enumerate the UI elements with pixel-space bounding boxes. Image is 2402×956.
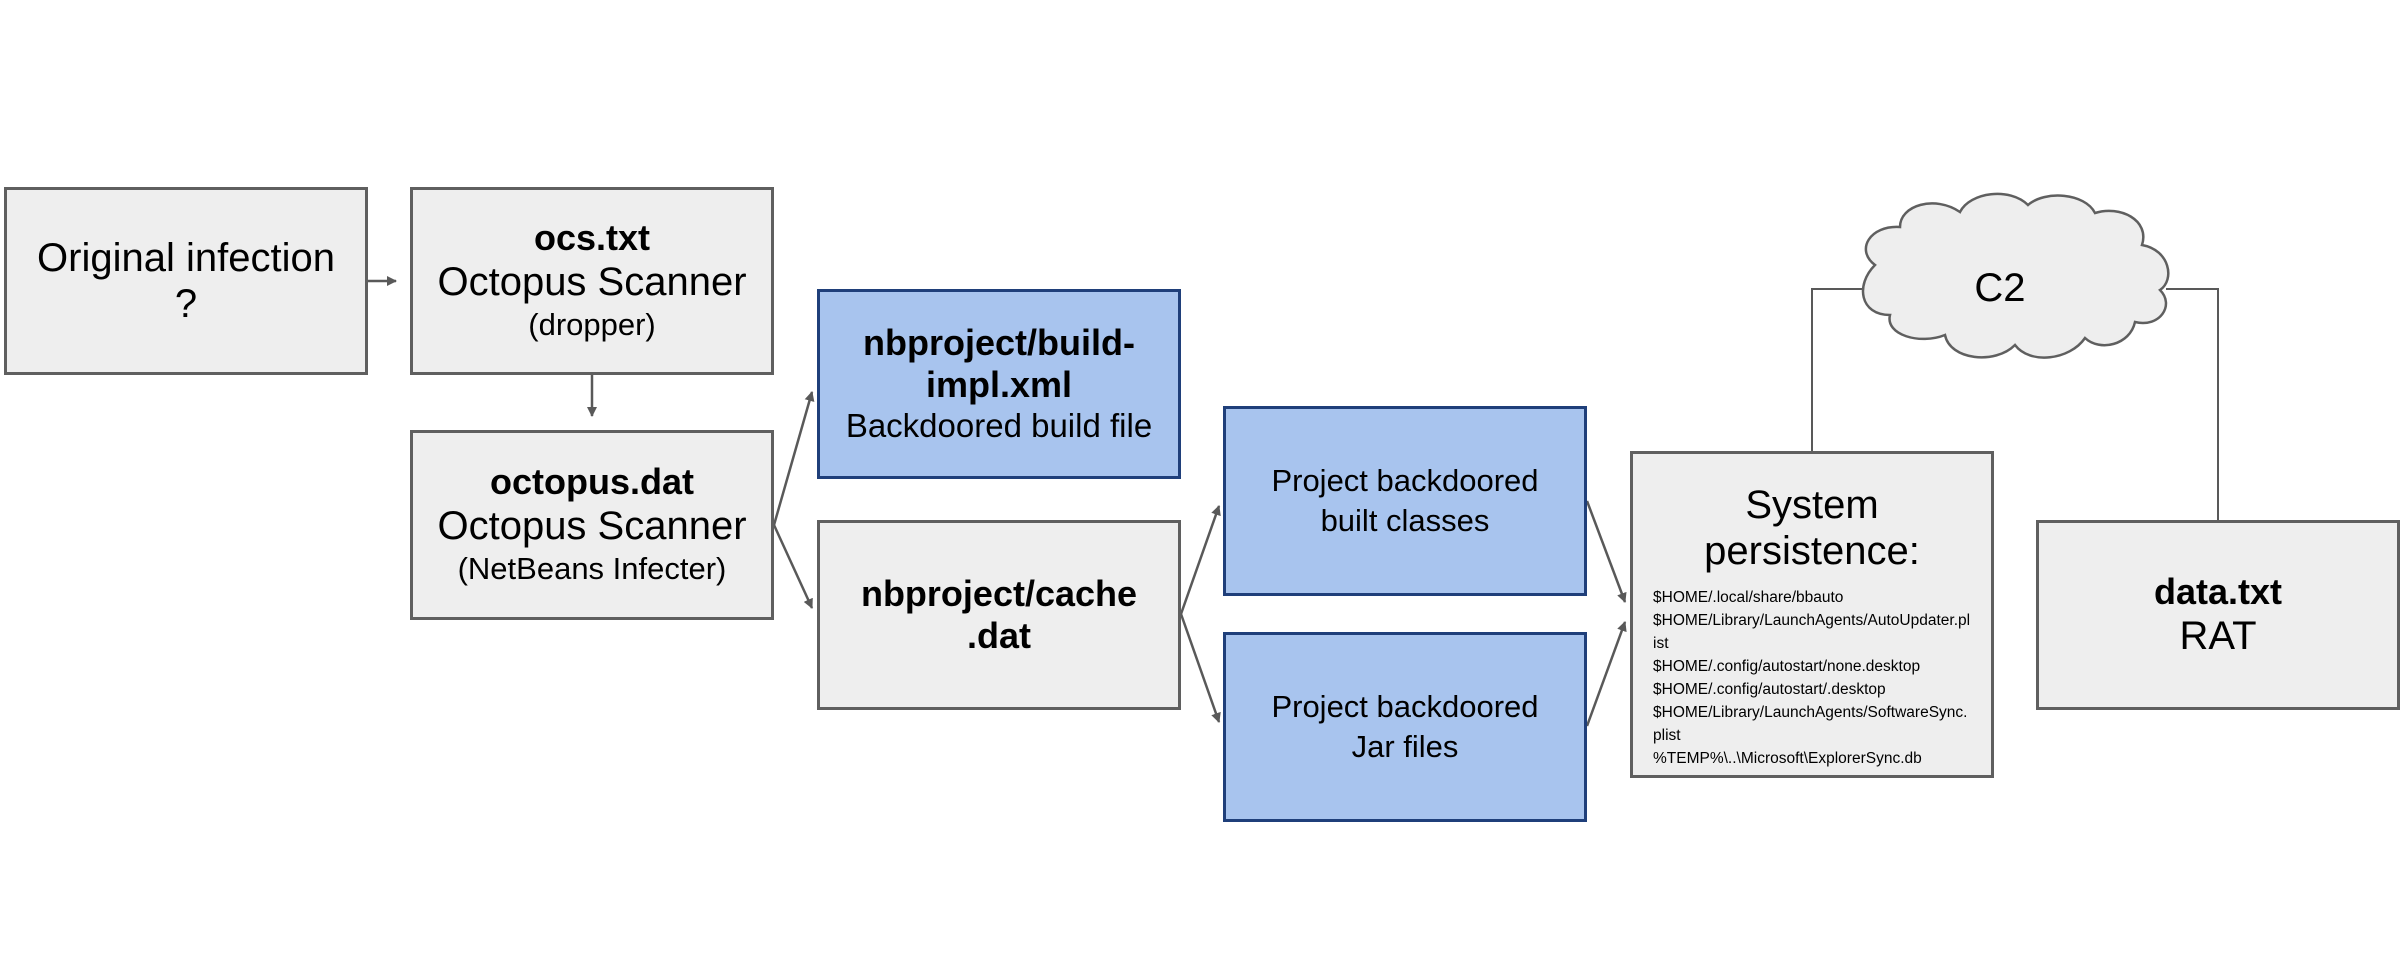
node-cache-dat: nbproject/cache .dat	[817, 520, 1181, 710]
arrow-cache-to-classes	[1179, 505, 1221, 615]
classes-line1: Project backdoored	[1271, 463, 1539, 498]
node-ocs-txt: ocs.txt Octopus Scanner (dropper)	[410, 187, 774, 375]
node-data-txt: data.txt RAT	[2036, 520, 2400, 710]
persistence-path: $HOME/.config/autostart/none.desktop	[1653, 658, 1921, 675]
system-title-line1: System	[1745, 483, 1879, 527]
octopus-subtitle: Octopus Scanner	[437, 504, 747, 548]
line-system-to-c2	[1811, 288, 1862, 451]
ocs-title: ocs.txt	[533, 217, 651, 258]
line-c2-to-data	[2166, 288, 2219, 520]
cache-title-line2: .dat	[966, 615, 1031, 656]
persistence-path: $HOME/Library/LaunchAgents/SoftwareSync.…	[1653, 704, 1968, 744]
ocs-note: (dropper)	[528, 307, 656, 342]
persistence-path: $HOME/Library/LaunchAgents/AutoUpdater.p…	[1653, 612, 1971, 652]
node-build-impl-xml: nbproject/build- impl.xml Backdoored bui…	[817, 289, 1181, 479]
arrow-octopus-to-build	[772, 391, 815, 526]
arrow-jar-to-system	[1585, 621, 1627, 727]
cache-title-line1: nbproject/cache	[860, 573, 1138, 614]
node-system-persistence: System persistence: $HOME/.local/share/b…	[1630, 451, 1994, 778]
system-title-line2: persistence:	[1704, 529, 1920, 573]
arrow-classes-to-system	[1585, 500, 1627, 603]
original-infection-question: ?	[174, 282, 198, 326]
persistence-path-list: $HOME/.local/share/bbauto $HOME/Library/…	[1653, 586, 1971, 770]
original-infection-label: Original infection	[37, 236, 335, 280]
data-title: data.txt	[2153, 571, 2283, 612]
ocs-subtitle: Octopus Scanner	[437, 260, 747, 304]
persistence-path: $HOME/.config/autostart/.desktop	[1653, 681, 1886, 698]
persistence-path: %TEMP%\..\Microsoft\ExplorerSync.db	[1653, 750, 1922, 767]
arrow-cache-to-jar	[1179, 613, 1221, 723]
build-title-line2: impl.xml	[925, 364, 1073, 405]
octopus-note: (NetBeans Infecter)	[457, 551, 727, 586]
data-subtitle: RAT	[2179, 614, 2257, 658]
build-subtitle: Backdoored build file	[845, 407, 1153, 444]
jar-line2: Jar files	[1351, 729, 1459, 764]
c2-label: C2	[1974, 266, 2026, 310]
octopus-title: octopus.dat	[490, 461, 694, 502]
node-octopus-dat: octopus.dat Octopus Scanner (NetBeans In…	[410, 430, 774, 620]
jar-line1: Project backdoored	[1271, 689, 1539, 724]
build-title-line1: nbproject/build-	[863, 322, 1135, 363]
node-backdoored-jar: Project backdoored Jar files	[1223, 632, 1587, 822]
persistence-path: $HOME/.local/share/bbauto	[1653, 589, 1844, 606]
classes-line2: built classes	[1320, 503, 1490, 538]
arrow-octopus-to-cache	[772, 524, 814, 609]
c2-cloud-shape	[1861, 192, 2170, 359]
node-original-infection: Original infection ?	[4, 187, 368, 375]
node-backdoored-classes: Project backdoored built classes	[1223, 406, 1587, 596]
